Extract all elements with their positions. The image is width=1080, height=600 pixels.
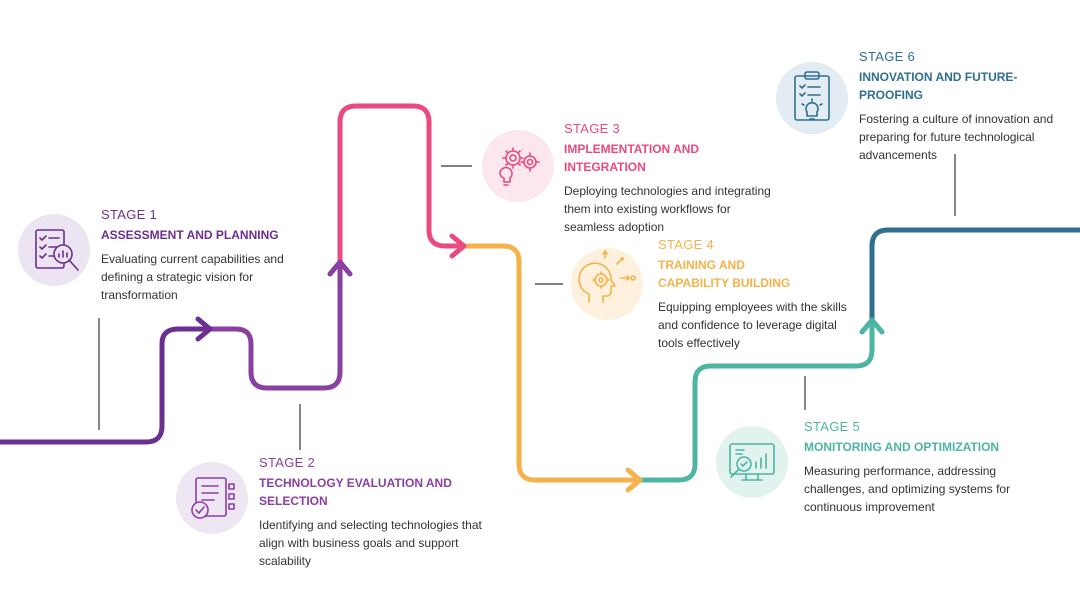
stage-label: STAGE 1 bbox=[101, 207, 158, 222]
arrow-right-icon bbox=[449, 233, 467, 259]
stage-description: Evaluating current capabilities and defi… bbox=[101, 252, 284, 302]
clipboard-lightbulb-icon bbox=[776, 62, 848, 134]
path-segment-2 bbox=[205, 261, 343, 391]
roadmap-path bbox=[0, 103, 1080, 483]
path-segment-3 bbox=[337, 103, 465, 267]
head-gear-icon bbox=[571, 248, 643, 320]
stage-2: STAGE 2 TECHNOLOGY EVALUATION AND SELECT… bbox=[259, 455, 509, 570]
stage-title: IMPLEMENTATION AND INTEGRATION bbox=[564, 142, 700, 174]
stage-1: STAGE 1 ASSESSMENT AND PLANNING Evaluati… bbox=[101, 207, 286, 304]
stage-label: STAGE 4 bbox=[658, 237, 715, 252]
path-segment-1 bbox=[0, 326, 211, 445]
gears-lightbulb-icon bbox=[482, 130, 554, 202]
arrow-up-icon bbox=[859, 317, 885, 335]
arrow-right-icon bbox=[625, 467, 643, 493]
stage-description: Fostering a culture of innovation and pr… bbox=[859, 112, 1054, 162]
stage-title: MONITORING AND OPTIMIZATION bbox=[804, 440, 1000, 454]
stage-description: Deploying technologies and integrating t… bbox=[564, 184, 771, 234]
stage-6: STAGE 6 INNOVATION AND FUTURE-PROOFING F… bbox=[859, 49, 1071, 164]
stage-title: TECHNOLOGY EVALUATION AND SELECTION bbox=[259, 476, 452, 508]
path-segment-5 bbox=[635, 319, 875, 483]
stage-label: STAGE 5 bbox=[804, 419, 861, 434]
stage-title: ASSESSMENT AND PLANNING bbox=[101, 228, 279, 242]
stage-description: Measuring performance, addressing challe… bbox=[804, 464, 1011, 514]
stage-label: STAGE 2 bbox=[259, 455, 316, 470]
path-segment-4 bbox=[459, 243, 641, 483]
arrow-right-icon bbox=[195, 316, 213, 342]
stage-title: TRAINING AND CAPABILITY BUILDING bbox=[658, 258, 791, 290]
stage-3: STAGE 3 IMPLEMENTATION AND INTEGRATION D… bbox=[564, 121, 779, 236]
stage-description: Identifying and selecting technologies t… bbox=[259, 518, 482, 568]
monitor-chart-icon bbox=[716, 426, 788, 498]
stage-4: STAGE 4 TRAINING AND CAPABILITY BUILDING… bbox=[658, 237, 848, 352]
arrow-up-icon bbox=[327, 259, 353, 277]
stage-5: STAGE 5 MONITORING AND OPTIMIZATION Meas… bbox=[804, 419, 1019, 516]
document-checkmark-icon bbox=[176, 462, 248, 534]
stage-description: Equipping employees with the skills and … bbox=[658, 300, 847, 350]
stage-title: INNOVATION AND FUTURE-PROOFING bbox=[859, 70, 1018, 102]
stage-label: STAGE 3 bbox=[564, 121, 621, 136]
path-segment-6 bbox=[869, 227, 1080, 325]
stage-label: STAGE 6 bbox=[859, 49, 916, 64]
checklist-magnifier-icon bbox=[18, 214, 90, 286]
